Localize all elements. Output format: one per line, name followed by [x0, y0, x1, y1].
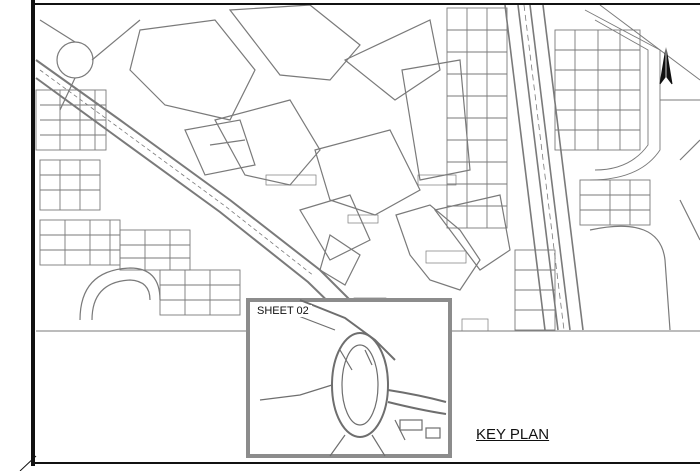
civic-buildings — [129, 4, 511, 291]
sheet-02-viewport — [246, 298, 452, 458]
map-area — [35, 4, 700, 332]
sheet-label: SHEET 02 — [254, 305, 312, 317]
drawing-frame — [19, 0, 700, 471]
highway — [504, 4, 584, 331]
residential-blocks-east — [446, 7, 556, 331]
residential-ne — [554, 4, 700, 226]
north-arrow-icon — [659, 47, 673, 85]
sw-loop-road — [79, 267, 161, 321]
residential-blocks-west — [35, 89, 241, 316]
nw-roundabout — [56, 41, 94, 79]
diagonal-road — [35, 59, 361, 319]
east-field-edge — [589, 225, 671, 331]
key-plan-title: KEY PLAN — [476, 426, 550, 443]
